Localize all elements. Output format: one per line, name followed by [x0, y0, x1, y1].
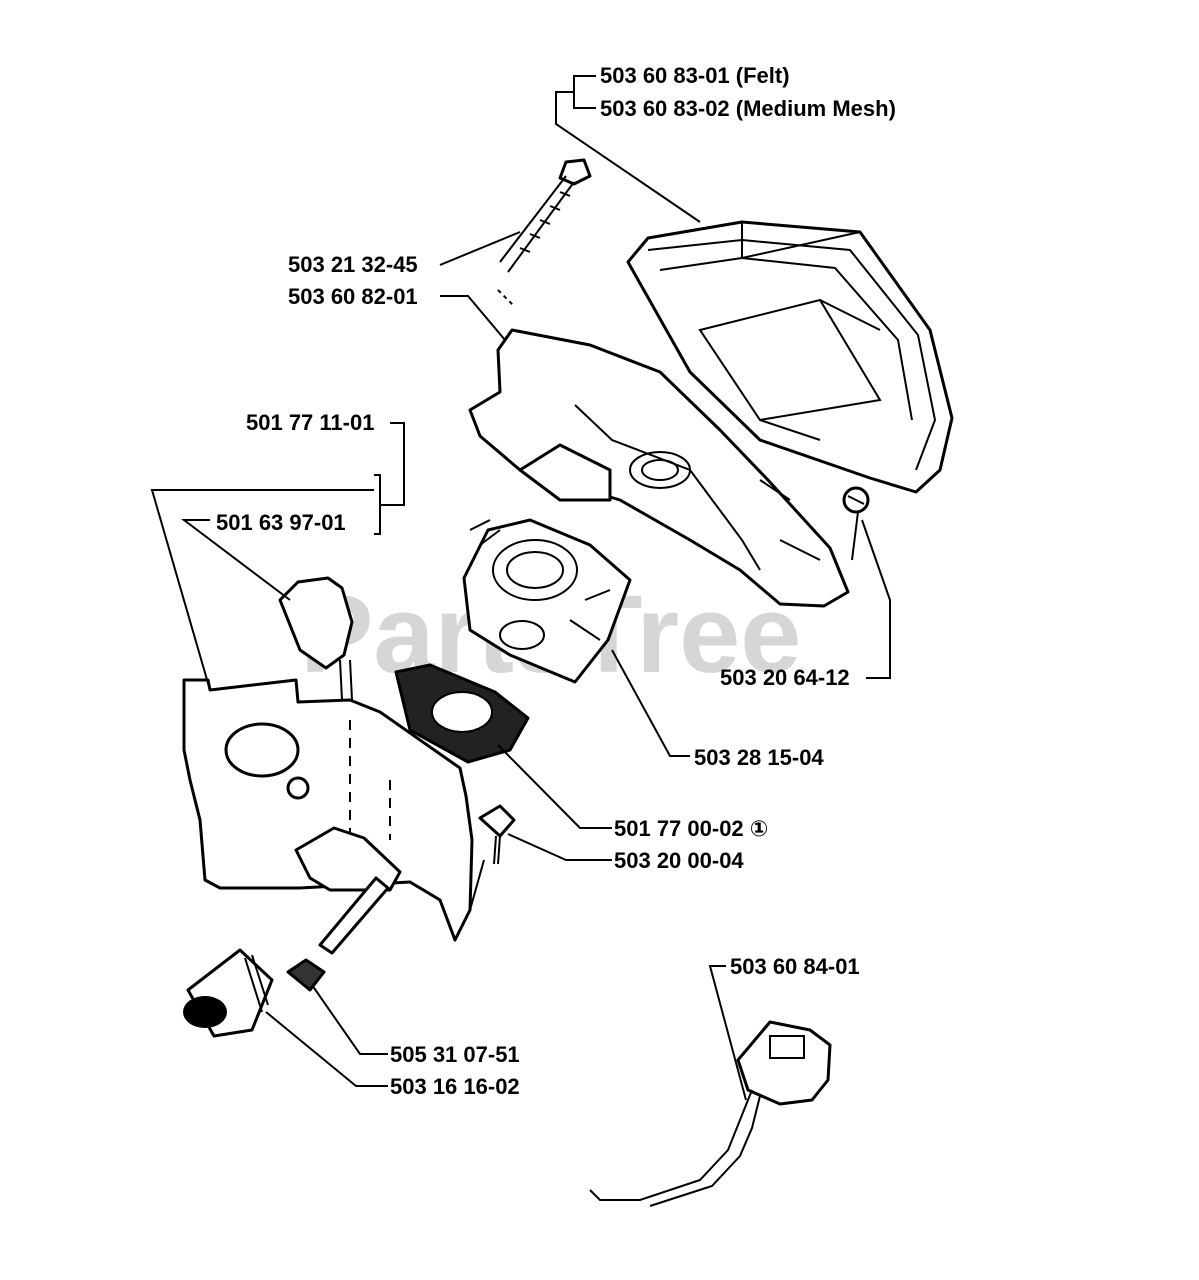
- carburetor-part: [462, 518, 632, 684]
- base-plate-part: [182, 678, 474, 942]
- callout-sleeve: 505 31 07-51: [390, 1042, 520, 1067]
- callout-throttle-rod: 503 60 84-01: [730, 954, 860, 979]
- knob-part: [183, 948, 274, 1038]
- pin-part: [318, 876, 390, 955]
- callout-screw-side: 503 20 64-12: [720, 665, 850, 690]
- callout-kit-inner: 501 63 97-01: [216, 510, 346, 535]
- callout-screw-bottom: 503 20 00-04: [614, 848, 744, 873]
- gasket-part: [394, 663, 530, 764]
- filter-holder-part: [468, 328, 850, 608]
- sleeve-part: [286, 958, 326, 992]
- callout-air-filter-mesh: 503 60 83-02 (Medium Mesh): [600, 96, 896, 121]
- callout-gasket: 501 77 00-02 ①: [614, 816, 768, 841]
- callout-screw-long: 503 21 32-45: [288, 252, 418, 277]
- callout-kit-outer: 501 77 11-01: [246, 410, 374, 435]
- throttle-rod-part: [589, 1020, 832, 1207]
- side-screw-part: [842, 486, 870, 561]
- callout-filter-holder: 503 60 82-01: [288, 284, 418, 309]
- air-filter-part: [626, 220, 954, 494]
- long-screw-part: [497, 158, 592, 307]
- leader-lines: [150, 75, 891, 1101]
- callout-knob: 503 16 16-02: [390, 1074, 520, 1099]
- callout-carburetor: 503 28 15-04: [694, 745, 824, 770]
- bottom-screw-part: [478, 804, 516, 865]
- callout-air-filter-felt: 503 60 83-01 (Felt): [600, 63, 790, 88]
- primer-bulb-part: [278, 576, 354, 701]
